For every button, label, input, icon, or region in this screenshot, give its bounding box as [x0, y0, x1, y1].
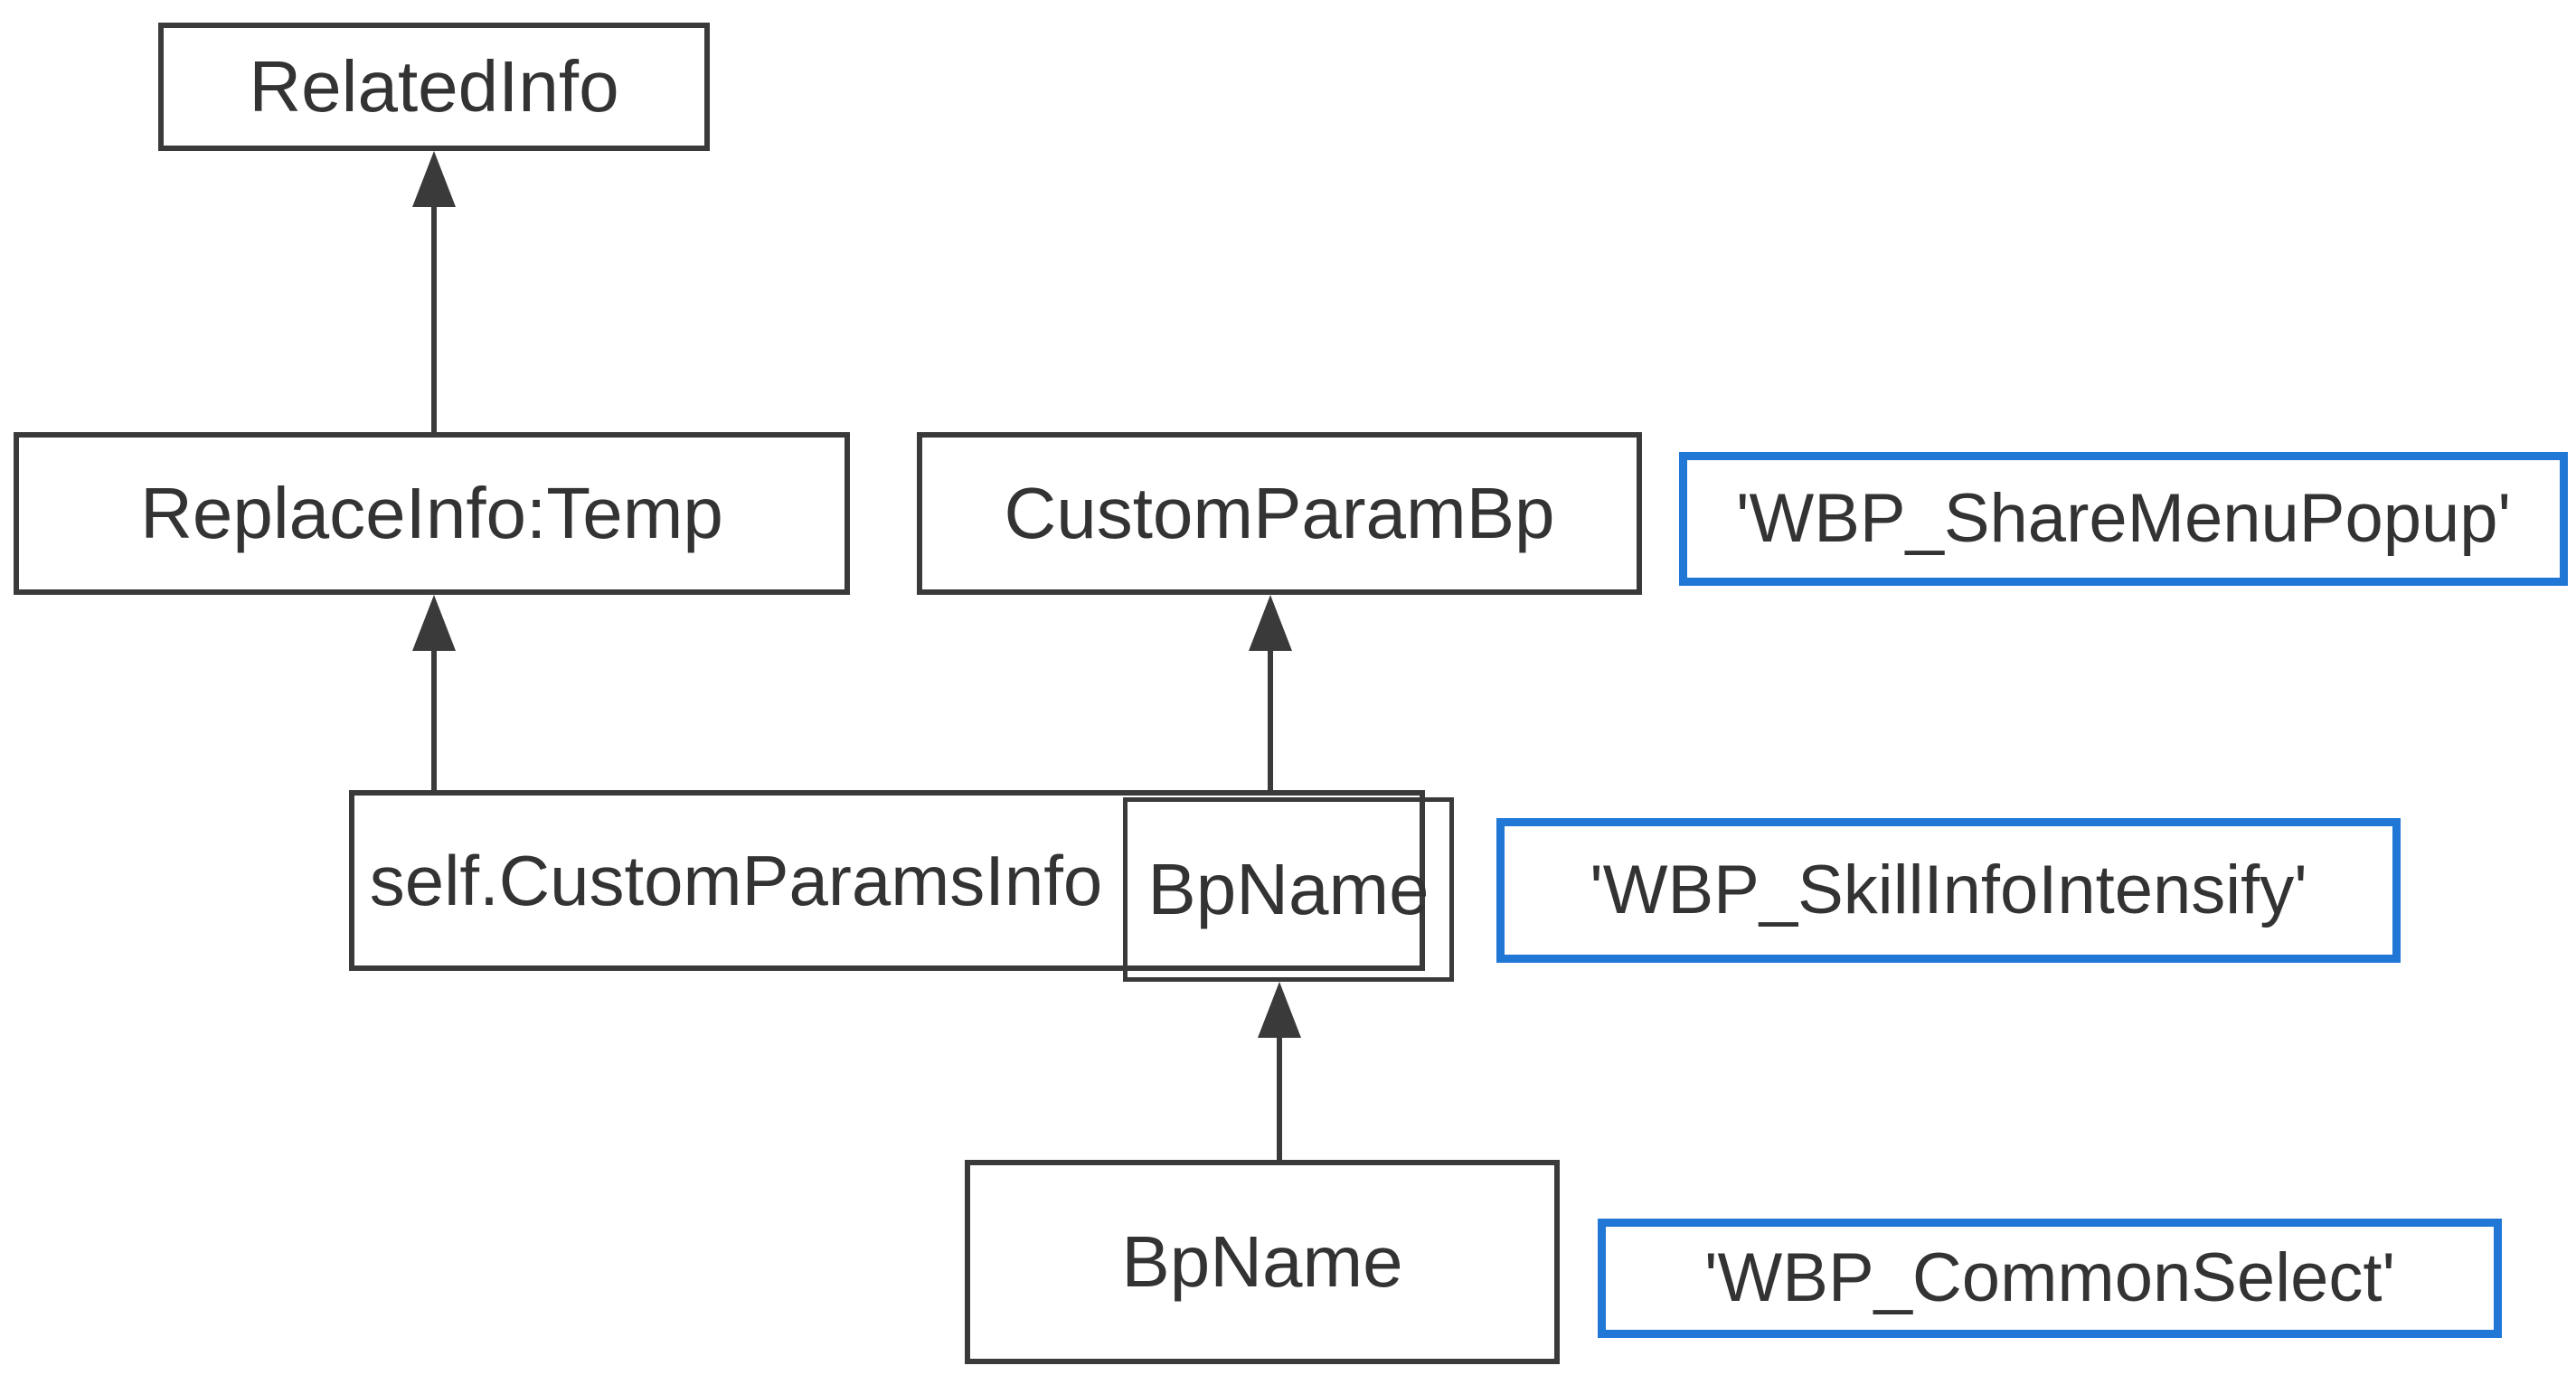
value-share-menu-popup-label: 'WBP_ShareMenuPopup': [1735, 480, 2512, 557]
arrow-up-icon: [1258, 982, 1301, 1038]
value-share-menu-popup: 'WBP_ShareMenuPopup': [1679, 452, 2568, 586]
node-bp-name-field-label: BpName: [1147, 849, 1430, 929]
value-common-select: 'WBP_CommonSelect': [1598, 1219, 2502, 1338]
node-replace-info-temp-label: ReplaceInfo:Temp: [140, 473, 723, 553]
arrow-line-bpnamesource-to-bpnamefield: [1277, 1030, 1282, 1160]
node-replace-info-temp: ReplaceInfo:Temp: [14, 432, 850, 595]
arrow-line-bpnamefield-to-customparambp: [1268, 643, 1273, 796]
value-common-select-label: 'WBP_CommonSelect': [1704, 1239, 2395, 1316]
node-bp-name-source-label: BpName: [1121, 1221, 1403, 1302]
arrow-up-icon: [412, 595, 456, 651]
node-bp-name-field: BpName: [1123, 797, 1454, 982]
arrow-line-customparamsinfo-to-replaceinfo: [431, 643, 437, 790]
node-custom-params-info-label: self.CustomParamsInfo: [349, 790, 1123, 971]
arrow-up-icon: [1249, 595, 1292, 651]
arrow-up-icon: [412, 151, 456, 207]
node-bp-name-source: BpName: [965, 1160, 1560, 1364]
arrow-line-replaceinfo-to-relatedinfo: [431, 199, 437, 432]
node-custom-params-info: [349, 790, 1425, 971]
value-skill-info-intensify: 'WBP_SkillInfoIntensify': [1496, 818, 2401, 963]
custom-params-info-text: self.CustomParamsInfo: [369, 841, 1103, 920]
node-related-info-label: RelatedInfo: [249, 46, 619, 127]
node-custom-param-bp-label: CustomParamBp: [1004, 473, 1555, 553]
value-skill-info-intensify-label: 'WBP_SkillInfoIntensify': [1590, 852, 2307, 928]
node-custom-param-bp: CustomParamBp: [917, 432, 1642, 595]
node-related-info: RelatedInfo: [158, 23, 710, 151]
